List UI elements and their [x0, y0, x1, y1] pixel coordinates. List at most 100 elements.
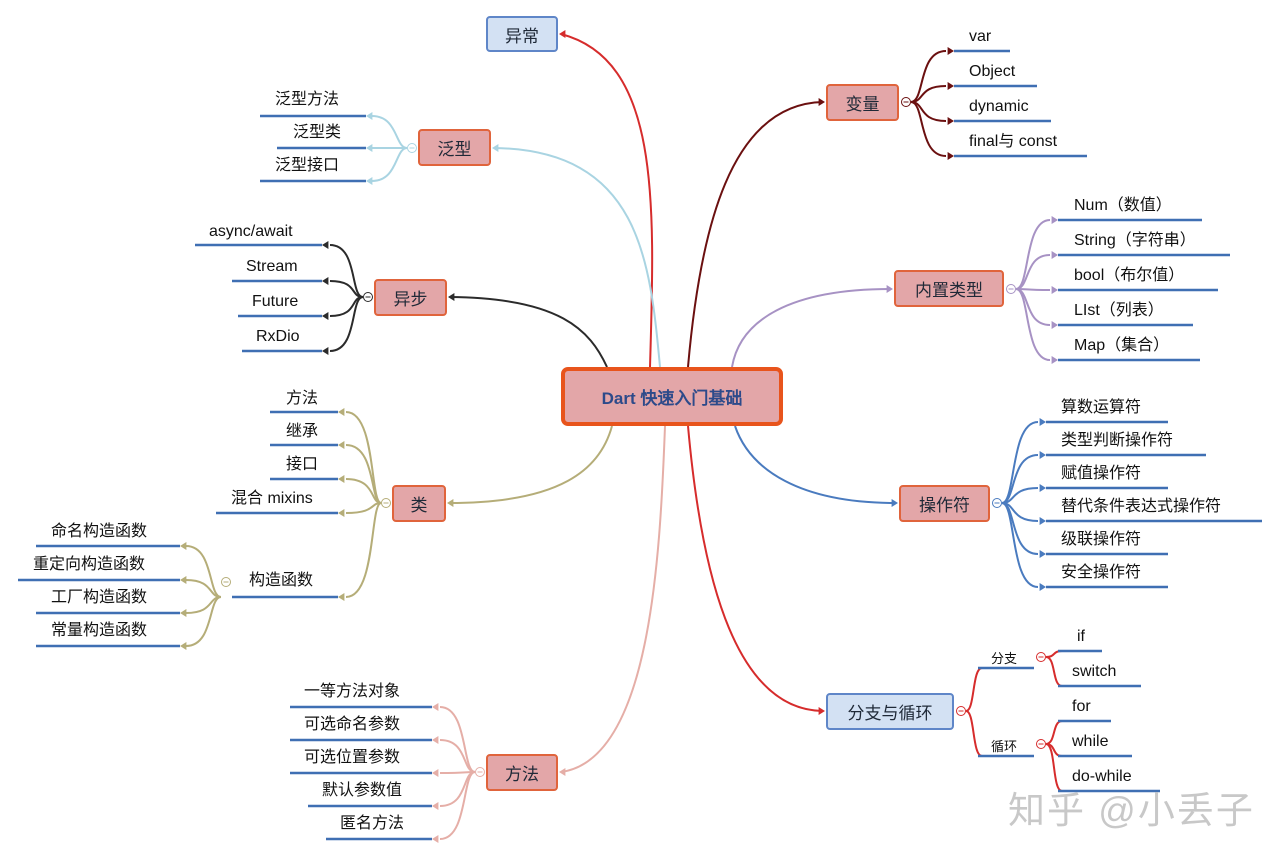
leaf-var[interactable]: var — [969, 28, 992, 45]
topic-exceptions[interactable]: 异常 — [486, 16, 558, 52]
arrow-methods-1 — [432, 736, 439, 744]
edge-root-generics — [493, 147, 661, 368]
edge-methods-4 — [439, 771, 476, 840]
topic-async[interactable]: 异步 — [374, 279, 447, 316]
edge-builtin-1 — [1015, 254, 1051, 290]
leaf-anonymous-function[interactable]: 匿名方法 — [340, 815, 405, 832]
arrow-async — [448, 293, 455, 301]
leaf-redirect-constructor[interactable]: 重定向构造函数 — [33, 556, 146, 573]
arrow-builtin-1 — [1051, 251, 1058, 259]
arrow-constructors-0 — [180, 542, 187, 550]
leaf-list[interactable]: LIst（列表） — [1074, 302, 1164, 319]
leaf-arithmetic-operators[interactable]: 算数运算符 — [1061, 399, 1142, 416]
leaf-generic-class[interactable]: 泛型类 — [293, 124, 342, 141]
leaf-object[interactable]: Object — [969, 63, 1016, 80]
leaf-conditional-expression-operators[interactable]: 替代条件表达式操作符 — [1061, 498, 1222, 515]
leaf-async-await[interactable]: async/await — [209, 223, 293, 240]
leaf-generic-method[interactable]: 泛型方法 — [275, 91, 340, 108]
arrow-classes-1 — [338, 441, 345, 449]
arrow-builtin-4 — [1051, 356, 1058, 364]
arrow-operators-4 — [1039, 550, 1046, 558]
root-topic[interactable]: Dart 快速入门基础 — [561, 367, 783, 426]
leaf-assignment-operators[interactable]: 赋值操作符 — [1061, 465, 1142, 482]
leaf-num[interactable]: Num（数值） — [1074, 197, 1172, 214]
leaf-class-method[interactable]: 方法 — [286, 390, 319, 407]
leaf-for[interactable]: for — [1072, 698, 1091, 715]
leaf-constructors[interactable]: 构造函数 — [249, 572, 314, 589]
edge-constructors-3 — [185, 596, 222, 647]
leaf-first-class-function[interactable]: 一等方法对象 — [304, 683, 401, 700]
topic-methods[interactable]: 方法 — [486, 754, 558, 791]
edge-root-async — [449, 296, 608, 368]
sublabel-loop[interactable]: 循环 — [991, 739, 1018, 754]
arrow-generics — [492, 144, 499, 152]
arrow-variables-3 — [947, 152, 954, 160]
leaf-dynamic[interactable]: dynamic — [969, 98, 1029, 115]
edge-flow-loop-0 — [1045, 720, 1063, 745]
topic-variables[interactable]: 变量 — [826, 84, 899, 121]
leaf-named-constructor[interactable]: 命名构造函数 — [51, 523, 148, 540]
edge-builtin-0 — [1015, 219, 1051, 290]
leaf-bool[interactable]: bool（布尔值） — [1074, 267, 1185, 284]
leaf-do-while[interactable]: do-while — [1072, 768, 1132, 785]
leaf-string[interactable]: String（字符串） — [1074, 232, 1196, 249]
leaf-interface[interactable]: 接口 — [286, 456, 319, 473]
leaf-const-constructor[interactable]: 常量构造函数 — [51, 622, 148, 639]
edge-root-exceptions — [560, 33, 654, 368]
leaf-optional-named-params[interactable]: 可选命名参数 — [304, 716, 401, 733]
leaf-while[interactable]: while — [1072, 733, 1109, 750]
leaf-factory-constructor[interactable]: 工厂构造函数 — [51, 589, 148, 606]
edge-root-classes — [448, 425, 613, 504]
leaf-stream[interactable]: Stream — [246, 258, 298, 275]
arrow-variables-2 — [947, 117, 954, 125]
leaf-cascade-operators[interactable]: 级联操作符 — [1061, 531, 1142, 548]
arrow-operators-1 — [1039, 451, 1046, 459]
edge-flow-branch — [965, 667, 983, 712]
leaf-future[interactable]: Future — [252, 293, 299, 310]
edge-builtin-4 — [1015, 288, 1051, 361]
leaf-type-test-operators[interactable]: 类型判断操作符 — [1061, 432, 1174, 449]
arrow-builtin-3 — [1051, 321, 1058, 329]
leaf-switch[interactable]: switch — [1072, 663, 1117, 680]
leaf-inheritance[interactable]: 继承 — [286, 423, 319, 440]
arrow-generics-2 — [366, 177, 373, 185]
topic-builtin-types[interactable]: 内置类型 — [894, 270, 1004, 307]
topic-classes[interactable]: 类 — [392, 485, 446, 522]
arrow-variables — [818, 98, 825, 106]
leaf-map[interactable]: Map（集合） — [1074, 337, 1170, 354]
arrow-methods-2 — [432, 769, 439, 777]
leaf-rxdio[interactable]: RxDio — [256, 328, 300, 345]
leaf-default-param-values[interactable]: 默认参数值 — [322, 782, 403, 799]
edge-flow-loop — [965, 710, 983, 757]
edge-classes-1 — [345, 444, 382, 504]
arrow-async-1 — [322, 277, 329, 285]
edge-root-methods — [560, 425, 666, 773]
edge-generics-2 — [371, 147, 408, 182]
edge-methods-2 — [439, 771, 476, 774]
leaf-final-const[interactable]: final与 const — [969, 133, 1058, 150]
sublabel-branch[interactable]: 分支 — [991, 651, 1018, 666]
edge-root-builtin — [731, 288, 892, 368]
leaf-generic-interface[interactable]: 泛型接口 — [275, 157, 340, 174]
arrow-generics-0 — [366, 112, 373, 120]
arrow-builtin-0 — [1051, 216, 1058, 224]
leaf-if[interactable]: if — [1077, 628, 1085, 645]
arrow-operators — [891, 499, 898, 507]
arrow-constructors-3 — [180, 642, 187, 650]
leaf-mixins[interactable]: 混合 mixins — [231, 490, 313, 507]
arrow-classes — [447, 499, 454, 507]
arrow-classes-2 — [338, 475, 345, 483]
topic-branch-loop[interactable]: 分支与循环 — [826, 693, 954, 730]
arrow-builtin — [886, 285, 893, 293]
arrow-operators-2 — [1039, 484, 1046, 492]
edge-constructors-0 — [185, 545, 222, 598]
leaf-safe-operators[interactable]: 安全操作符 — [1061, 564, 1142, 581]
watermark: 知乎 @小丢子 — [1008, 790, 1255, 831]
arrow-methods — [559, 768, 566, 776]
arrow-classes-0 — [338, 408, 345, 416]
topic-operators[interactable]: 操作符 — [899, 485, 990, 522]
leaf-optional-positional-params[interactable]: 可选位置参数 — [304, 749, 401, 766]
topic-generics[interactable]: 泛型 — [418, 129, 491, 166]
edge-variables-3 — [910, 101, 947, 157]
arrow-variables-0 — [947, 47, 954, 55]
